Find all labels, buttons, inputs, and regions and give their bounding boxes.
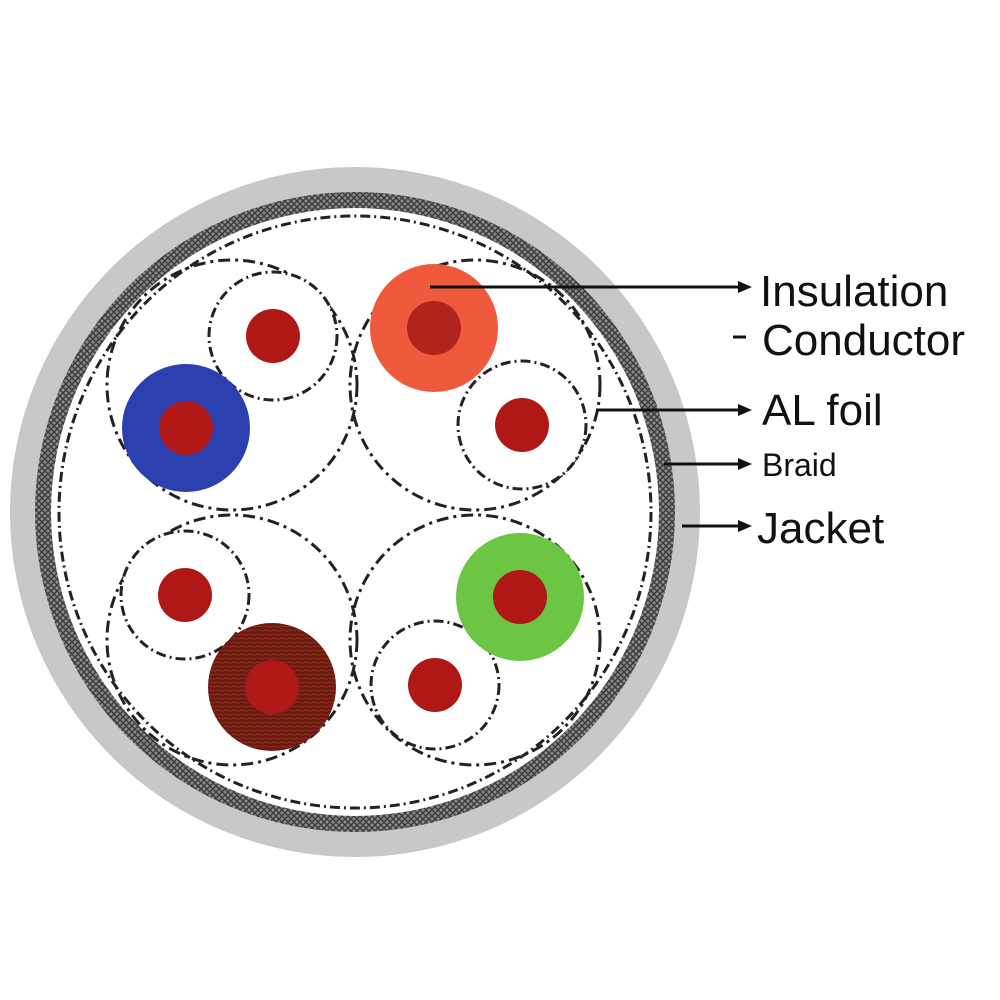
arrow-insulation [738,281,752,293]
pair-shield-top-right [348,258,602,512]
conductor-8 [408,658,462,712]
pair-shield-top-left [105,258,359,512]
leader-lines [430,281,752,532]
cable-interior [51,208,659,816]
conductor-4 [495,398,549,452]
arrow-al-foil [738,404,752,416]
label-braid: Braid [762,447,837,483]
conductors [158,301,549,714]
conductor-2 [407,301,461,355]
label-al-foil: AL foil [762,386,883,435]
pair-shield-bottom-left [105,513,359,767]
conductor-5 [158,568,212,622]
conductor-3 [159,401,213,455]
pair-shields [105,258,602,767]
label-insulation: Insulation [760,267,948,316]
label-jacket: Jacket [757,504,884,553]
arrow-braid [738,458,752,470]
conductor-1 [246,309,300,363]
label-conductor: Conductor [762,316,965,365]
conductor-6 [493,570,547,624]
pair-shield-bottom-right [348,513,602,767]
conductor-7 [245,660,299,714]
arrow-jacket [738,520,752,532]
al-foil-outer [57,214,653,810]
